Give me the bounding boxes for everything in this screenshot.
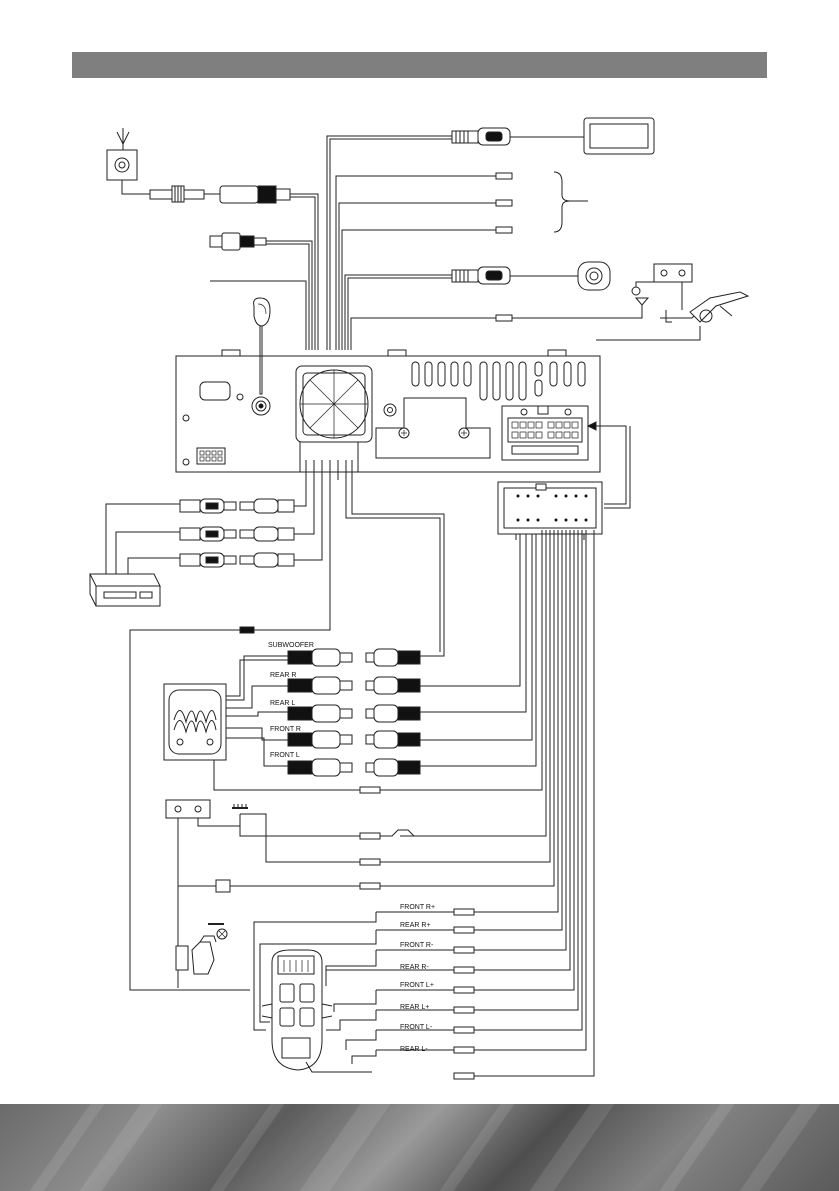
label-subwoofer: SUBWOOFER	[268, 642, 314, 649]
three-wire-leads	[335, 171, 588, 350]
header-bar	[72, 52, 767, 78]
speaker-wires	[359, 530, 595, 1080]
footer-band	[0, 1104, 839, 1191]
label-front-l-neg: FRONT L-	[400, 1024, 433, 1031]
monitor-icon	[583, 117, 655, 155]
camera-rca	[344, 266, 578, 350]
video-out-rca	[326, 127, 584, 350]
head-unit	[175, 297, 631, 509]
label-rear-l: REAR L	[270, 700, 295, 707]
brake-wire	[350, 263, 750, 350]
lamp-ground	[175, 923, 228, 975]
remote-wire	[129, 480, 331, 991]
car-icon	[261, 949, 333, 1071]
label-front-r-neg: FRONT R-	[400, 942, 434, 949]
car-speaker-wiring	[253, 911, 454, 1073]
amplifier-icon	[163, 683, 227, 761]
rca-aux-pairs	[105, 480, 323, 574]
label-rear-r: REAR R	[270, 672, 296, 679]
label-rear-r-pos: REAR R+	[400, 922, 431, 929]
amp-remote-wire	[213, 760, 360, 791]
dvd-box-icon	[89, 573, 161, 607]
rca-label-group: SUBWOOFER REAR R REAR L FRONT R FRONT L	[268, 642, 314, 759]
label-rear-l-pos: REAR L+	[400, 1004, 429, 1011]
label-front-r: FRONT R	[270, 726, 301, 733]
battery-icon	[165, 799, 360, 988]
camera-icon	[577, 261, 611, 291]
label-front-r-pos: FRONT R+	[400, 904, 435, 911]
preamp-rca-block	[226, 480, 537, 777]
small-plug	[209, 232, 313, 350]
label-rear-r-neg: REAR R-	[400, 964, 429, 971]
antenna-cable	[121, 180, 220, 203]
speaker-label-group: FRONT R+ REAR R+ FRONT R- REAR R- FRONT …	[400, 904, 435, 1053]
iso-plug	[497, 481, 603, 540]
antenna-icon	[106, 128, 138, 181]
label-rear-l-neg: REAR L-	[400, 1046, 428, 1053]
label-front-l-pos: FRONT L+	[400, 982, 434, 989]
antenna-adapter	[219, 185, 319, 350]
ground-switch	[178, 879, 360, 893]
label-front-l: FRONT L	[270, 752, 300, 759]
bottom-harness	[299, 442, 359, 480]
